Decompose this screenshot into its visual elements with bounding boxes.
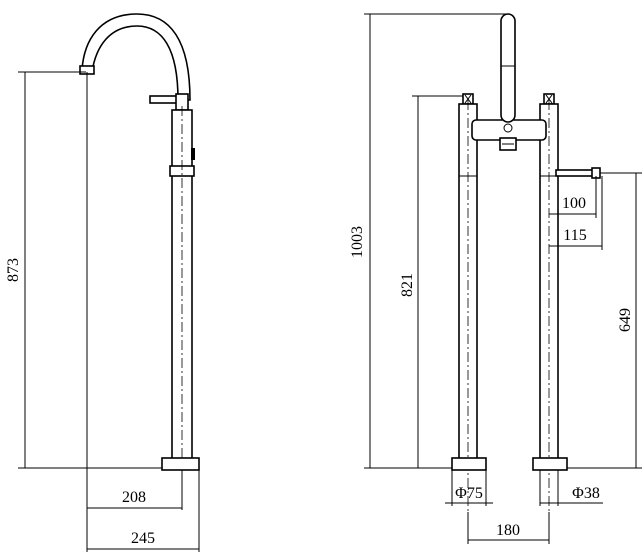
dim-821-label: 821	[399, 273, 416, 297]
dim-180-label: 180	[496, 522, 520, 539]
dim-1003-label: 1003	[349, 226, 366, 258]
gooseneck-spout	[81, 13, 191, 101]
dim-phi75-label: Φ75	[455, 485, 483, 502]
mixer-crossbar	[471, 119, 547, 141]
handshower-button	[503, 123, 513, 133]
dim-115-label: 115	[563, 227, 586, 244]
dim-phi38-label: Φ38	[572, 485, 600, 502]
dim-873-label: 873	[5, 258, 22, 282]
dim-208-label: 208	[122, 489, 146, 506]
single-base	[161, 457, 200, 471]
dim-100-label: 100	[562, 195, 586, 212]
left-base	[451, 457, 487, 471]
side-outlet	[555, 169, 597, 177]
right-base	[532, 457, 568, 471]
dim-649-label: 649	[617, 308, 634, 332]
dual-faucet-view: 1003 821	[349, 13, 642, 544]
side-button	[191, 148, 195, 160]
dim-245-label: 245	[131, 530, 155, 547]
handshower	[500, 13, 516, 123]
single-faucet-view: 873 208 245	[5, 13, 200, 552]
